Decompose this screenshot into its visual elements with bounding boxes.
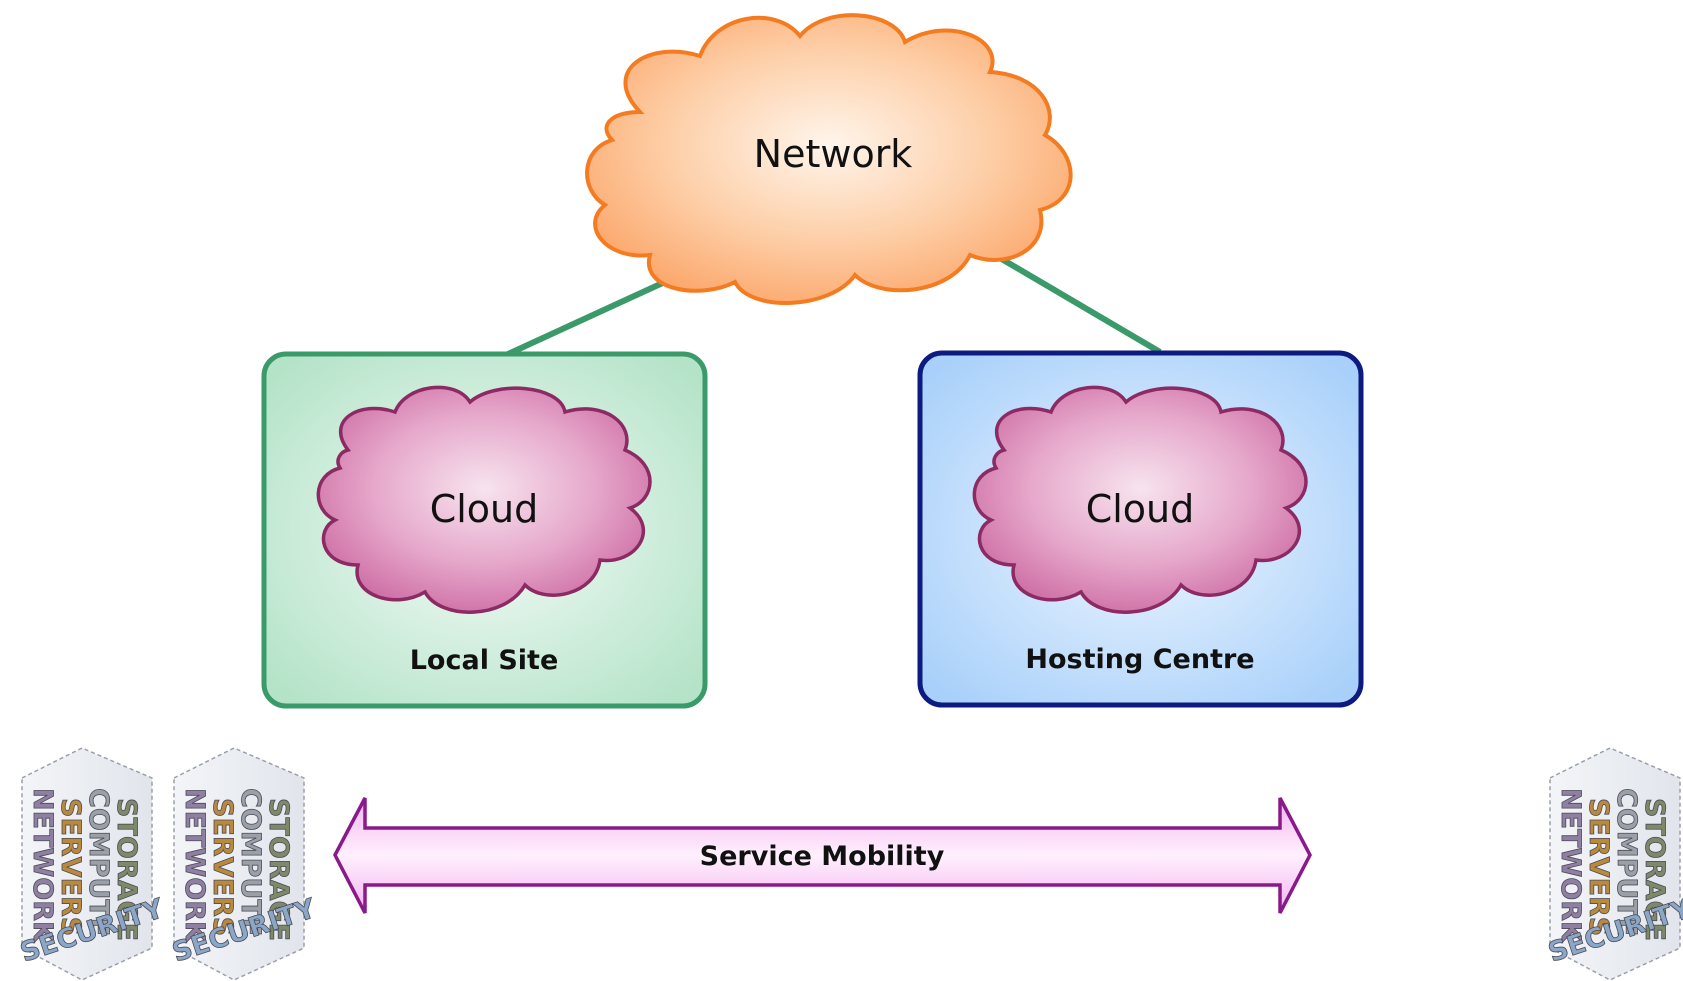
hosting-centre-label: Hosting Centre — [1025, 644, 1254, 675]
network-cloud-shape — [585, 13, 1073, 305]
hosting-centre-box: Cloud Hosting Centre — [917, 350, 1364, 708]
network-label: Network — [754, 132, 913, 176]
rack-word: STORAGE — [111, 798, 142, 941]
service-mobility-arrow-shape — [333, 797, 1312, 914]
rack-word: COMPUTE — [1611, 788, 1642, 936]
rack-glass-outline — [173, 747, 305, 981]
service-mobility-arrow: Service Mobility — [333, 797, 1312, 914]
rack-glass-outline — [21, 747, 153, 981]
service-mobility-label: Service Mobility — [700, 841, 945, 872]
hosting-cloud-shape — [972, 385, 1308, 614]
local-site-box: Cloud Local Site — [261, 351, 708, 709]
local-site-label: Local Site — [410, 645, 559, 676]
rack-word: STORAGE — [1639, 798, 1670, 941]
rack-word: NETWORK — [179, 788, 210, 943]
rack-word: COMPUTE — [235, 788, 266, 936]
connector-network-local — [506, 272, 682, 357]
rack-word: SERVERS — [207, 798, 238, 936]
rack-word: NETWORK — [27, 788, 58, 943]
rack-word: COMPUTE — [83, 788, 114, 936]
hosting-cloud-label: Cloud — [1086, 487, 1195, 531]
connector-network-hosting — [998, 255, 1162, 355]
rack-word: NETWORK — [1555, 788, 1586, 943]
rack-word: SERVERS — [55, 798, 86, 936]
network-cloud: Network — [585, 13, 1073, 305]
local-cloud-shape — [316, 385, 652, 614]
rack-word: STORAGE — [263, 798, 294, 941]
local-cloud-label: Cloud — [430, 487, 539, 531]
rack-glass-outline — [1549, 747, 1681, 981]
rack-word: SERVERS — [1583, 798, 1614, 936]
